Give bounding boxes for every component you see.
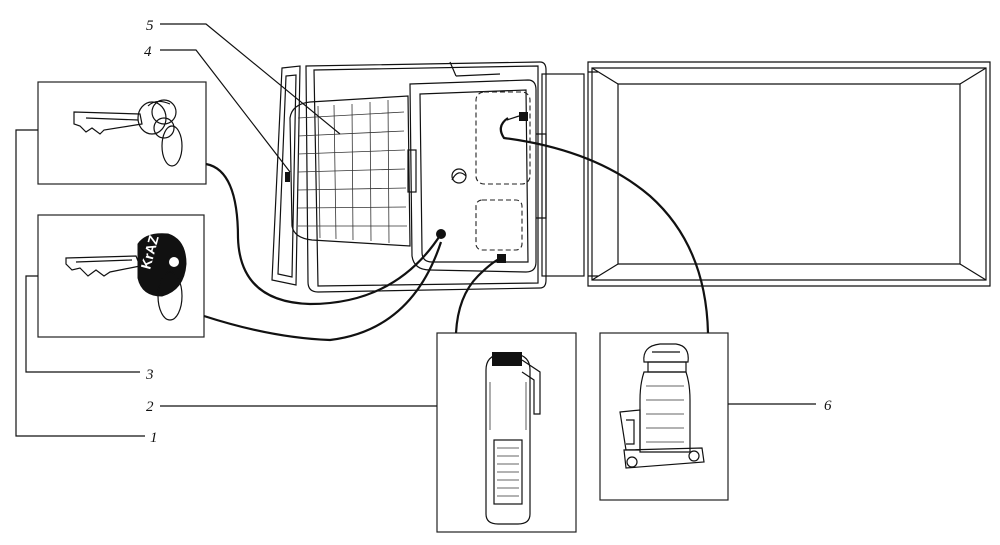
- jack-mount-marker: [497, 254, 506, 263]
- door-key-panel: KrAZ: [37, 214, 205, 338]
- callout-numbers: 1 2 3 4 5 6: [144, 18, 832, 446]
- dump-truck-top-view-icon: [271, 61, 991, 293]
- ignition-key-panel: [37, 81, 207, 185]
- ignition-key-icon: [73, 99, 183, 167]
- fire-extinguisher-icon: [485, 352, 541, 525]
- cab-outline: [305, 61, 547, 293]
- hydraulic-jack-panel: [599, 332, 729, 501]
- callout-3: 3: [145, 367, 154, 383]
- fire-extinguisher-panel: [436, 332, 577, 533]
- callout-leaders: [15, 23, 816, 437]
- body-front-wall: [541, 73, 585, 277]
- callout-4: 4: [144, 44, 152, 60]
- hydraulic-jack-icon: [619, 343, 705, 469]
- callout-5: 5: [146, 18, 154, 34]
- callout-2: 2: [146, 399, 154, 415]
- door-key-icon: KrAZ: [65, 233, 187, 321]
- storage-compartment-lower: [475, 199, 523, 251]
- connector-lines: [203, 117, 710, 342]
- callout-1: 1: [150, 430, 158, 446]
- dump-body: [587, 61, 991, 287]
- compartment-marker: [519, 112, 528, 121]
- callout-6: 6: [824, 398, 832, 414]
- storage-compartment-upper: [475, 91, 531, 185]
- cab-roof-grid: [289, 95, 411, 247]
